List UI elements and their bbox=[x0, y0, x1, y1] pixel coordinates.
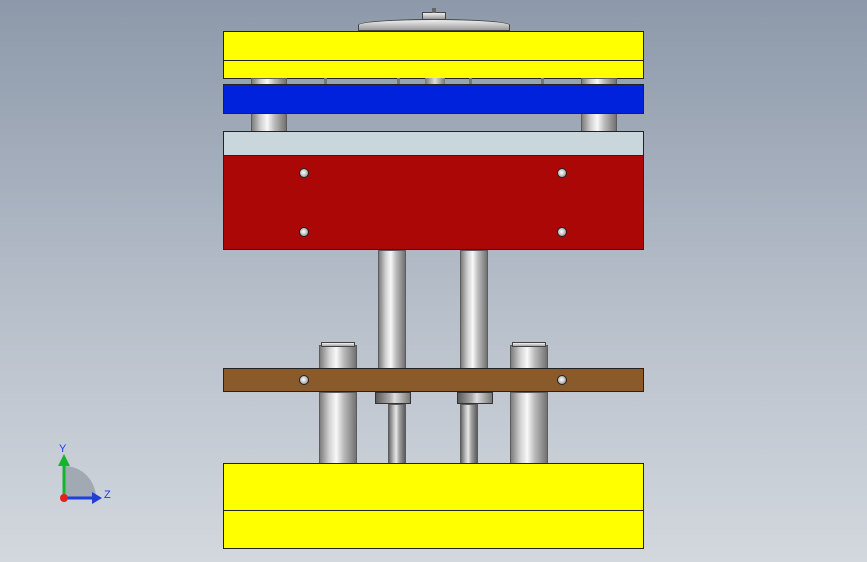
die-base-plate-lower[interactable] bbox=[223, 510, 644, 549]
y-axis-arrow-icon bbox=[58, 454, 70, 466]
bolt-hole-red-top-left bbox=[299, 168, 309, 178]
screw-head-2 bbox=[397, 78, 400, 84]
shank-pin bbox=[432, 8, 436, 13]
z-axis-arrow-icon bbox=[92, 492, 102, 504]
shank-disc[interactable] bbox=[358, 19, 510, 31]
punch-left[interactable] bbox=[378, 250, 406, 370]
z-axis-label: Z bbox=[104, 489, 111, 501]
bolt-hole-red-top-right bbox=[557, 168, 567, 178]
y-axis-label: Y bbox=[59, 443, 67, 455]
guide-bush-right-cap bbox=[512, 342, 546, 347]
screw-head-4 bbox=[469, 78, 472, 84]
shank-nut bbox=[422, 12, 446, 20]
punch-collar-right bbox=[457, 392, 493, 404]
axis-triad[interactable]: Y Z bbox=[52, 440, 122, 510]
screw-head-5 bbox=[541, 78, 544, 84]
punch-tip-right[interactable] bbox=[460, 404, 478, 464]
top-clamp-plate-lower[interactable] bbox=[223, 60, 644, 79]
stripper-cap-plate[interactable] bbox=[223, 131, 644, 156]
screw-head-1 bbox=[324, 78, 327, 84]
punch-tip-left[interactable] bbox=[388, 404, 406, 464]
guide-bush-left-cap bbox=[321, 342, 355, 347]
guide-bush-left[interactable] bbox=[319, 345, 357, 370]
top-clamp-plate[interactable] bbox=[223, 31, 644, 61]
guide-post-lower-right[interactable] bbox=[510, 392, 548, 464]
screw-head-3 bbox=[425, 78, 445, 84]
punch-collar-left bbox=[375, 392, 411, 404]
guide-plate[interactable] bbox=[223, 368, 644, 392]
die-base-plate-upper[interactable] bbox=[223, 463, 644, 511]
upper-pad-plate[interactable] bbox=[223, 84, 644, 114]
origin-dot-icon bbox=[60, 494, 68, 502]
punch-holder-plate[interactable] bbox=[223, 155, 644, 250]
bolt-hole-brown-right bbox=[557, 375, 567, 385]
bolt-hole-brown-left bbox=[299, 375, 309, 385]
guide-bush-right[interactable] bbox=[510, 345, 548, 370]
guide-post-lower-left[interactable] bbox=[319, 392, 357, 464]
bolt-hole-red-bottom-right bbox=[557, 227, 567, 237]
punch-right[interactable] bbox=[460, 250, 488, 370]
bolt-hole-red-bottom-left bbox=[299, 227, 309, 237]
triad-quadrant-icon bbox=[64, 466, 96, 498]
